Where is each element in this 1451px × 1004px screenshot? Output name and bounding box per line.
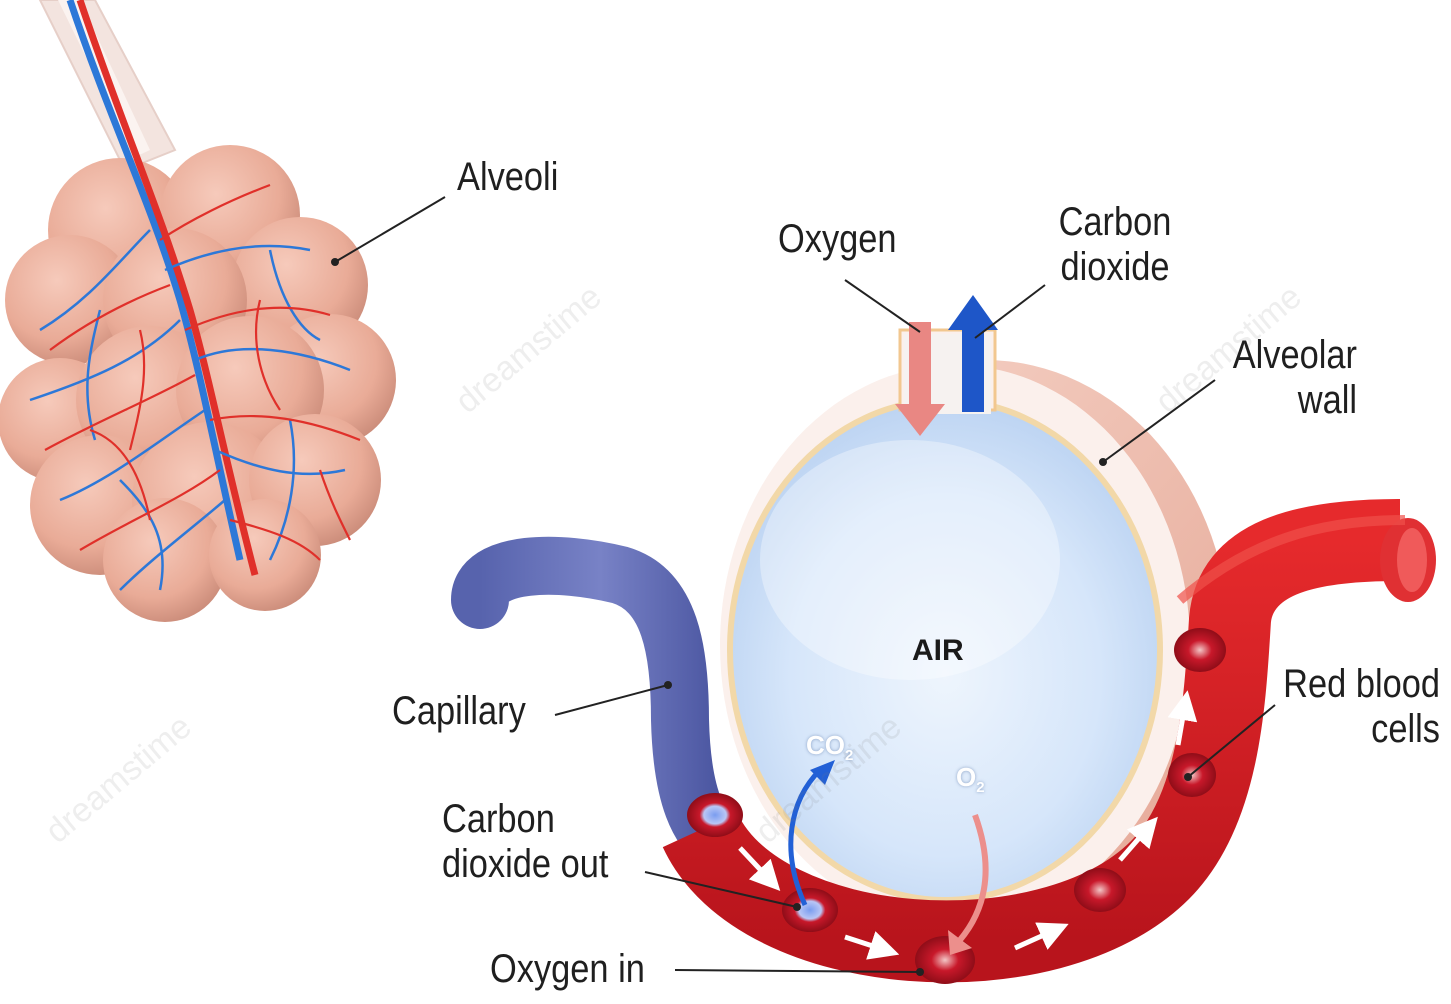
label-red-blood-cells-line2: cells (1268, 707, 1440, 752)
label-carbon-dioxide-out: Carbon dioxide out (442, 797, 608, 887)
alveoli-cluster (0, 0, 396, 622)
o2-symbol: O2 (956, 762, 985, 796)
label-air: AIR (912, 634, 964, 668)
label-carbon-dioxide-out-line1: Carbon (442, 797, 608, 842)
label-red-blood-cells: Red blood cells (1268, 662, 1440, 752)
label-red-blood-cells-line1: Red blood (1268, 662, 1440, 707)
label-carbon-dioxide-line2: dioxide (1051, 245, 1180, 290)
label-alveolar-wall-line2: wall (1222, 378, 1357, 423)
label-alveoli: Alveoli (457, 155, 558, 200)
label-alveolar-wall: Alveolar wall (1222, 333, 1357, 423)
label-oxygen: Oxygen (778, 217, 897, 262)
label-carbon-dioxide-out-line2: dioxide out (442, 842, 608, 887)
co2-symbol: CO2 (806, 730, 853, 764)
label-carbon-dioxide: Carbon dioxide (1051, 200, 1180, 290)
label-oxygen-in: Oxygen in (490, 947, 645, 992)
label-alveolar-wall-line1: Alveolar (1222, 333, 1357, 378)
label-carbon-dioxide-line1: Carbon (1051, 200, 1180, 245)
label-capillary: Capillary (392, 689, 526, 734)
